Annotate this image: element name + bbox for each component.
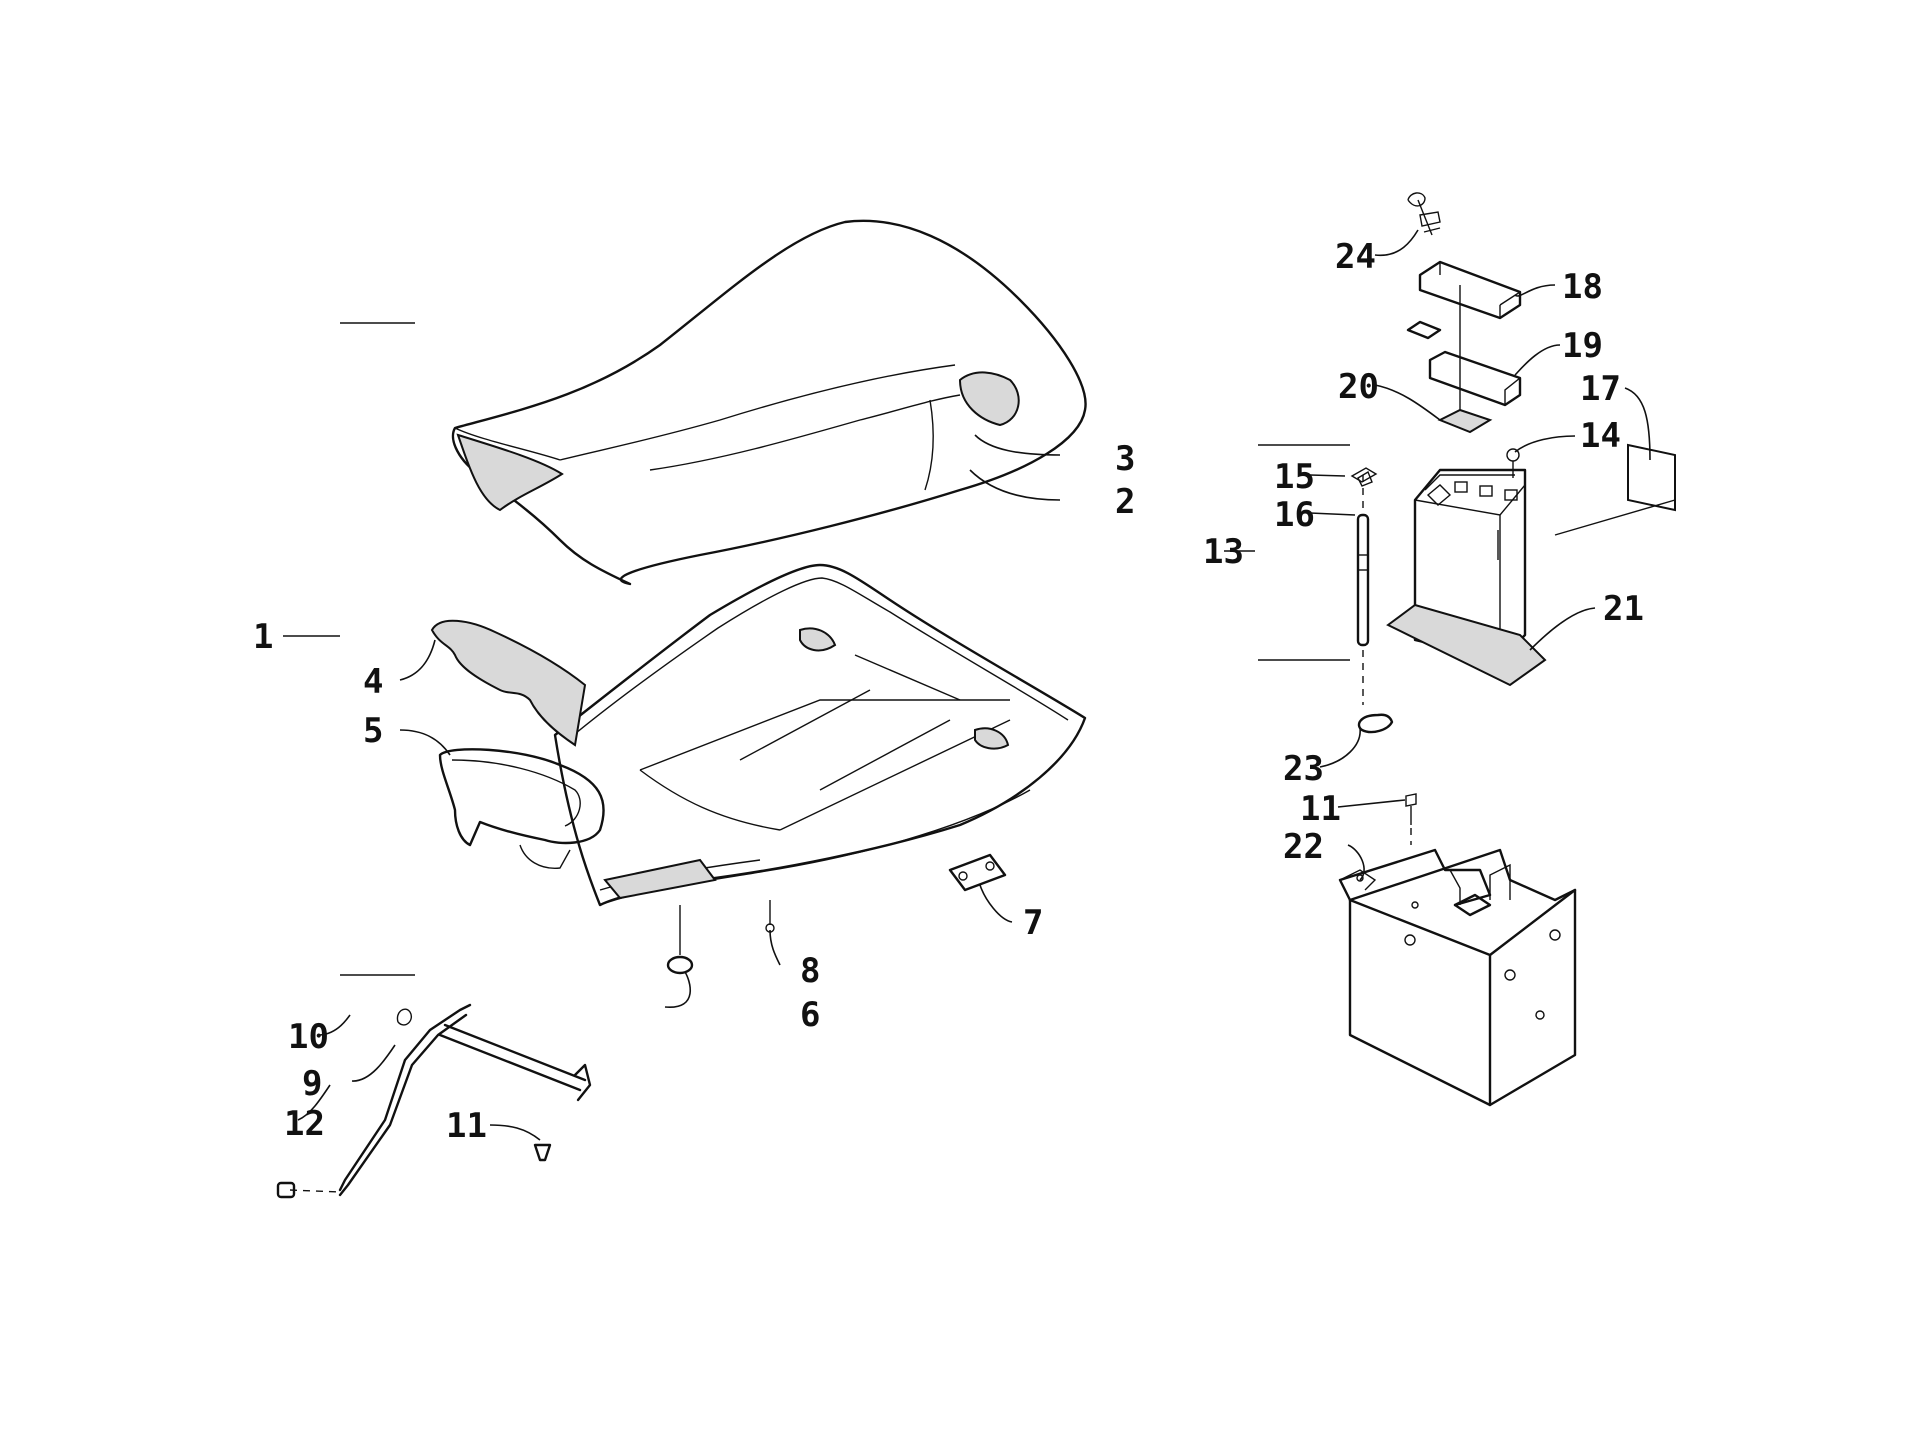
callout-3: 3 (1115, 439, 1135, 479)
callout-12: 12 (284, 1104, 325, 1144)
washer (1350, 467, 1378, 483)
callout-16: 16 (1274, 495, 1315, 535)
support-rod (276, 1003, 592, 1199)
rod-screw (533, 1143, 552, 1162)
cap-screw (1407, 192, 1441, 236)
callout-17: 17 (1580, 369, 1621, 409)
callout-13: 13 (1203, 532, 1244, 572)
box-screw (1405, 793, 1417, 845)
seat-base (553, 563, 1087, 907)
callout-22: 22 (1283, 827, 1324, 867)
reference-lines (340, 322, 1350, 976)
vent-tube (1356, 470, 1373, 705)
callout-1: 1 (253, 617, 273, 657)
callout-6: 6 (800, 995, 820, 1035)
callout-5: 5 (363, 711, 383, 751)
callout-23: 23 (1283, 749, 1324, 789)
callout-9: 9 (302, 1064, 322, 1104)
callout-2: 2 (1115, 482, 1135, 522)
rod-end-cap (276, 1181, 296, 1199)
pin (765, 900, 775, 933)
hold-down-bracket (1406, 260, 1522, 420)
foam-patch (958, 371, 1020, 427)
callout-15: 15 (1274, 457, 1315, 497)
callout-18: 18 (1562, 267, 1603, 307)
latch-plate (948, 853, 1007, 892)
leader-lines (283, 229, 1651, 1141)
callout-7: 7 (1023, 903, 1043, 943)
callout-11-box: 11 (1300, 789, 1341, 829)
callout-4: 4 (363, 662, 383, 702)
callout-14: 14 (1580, 416, 1621, 456)
battery-pad (1386, 603, 1547, 687)
foam-pad (430, 619, 587, 747)
callout-19: 19 (1562, 326, 1603, 366)
seat-frame (438, 748, 605, 869)
callout-24: 24 (1335, 237, 1376, 277)
callout-labels: 1 2 3 4 5 6 7 8 9 10 11 12 13 14 15 16 1… (253, 237, 1644, 1146)
bracket-pad (1437, 408, 1493, 434)
terminal-cover (1627, 443, 1676, 512)
strap-bracket (1428, 350, 1522, 407)
rod-clip (396, 1008, 412, 1026)
ring-clip (1357, 713, 1394, 734)
callout-8: 8 (800, 951, 820, 991)
callout-21: 21 (1603, 589, 1644, 629)
grommet (666, 905, 694, 975)
callout-11-rod: 11 (446, 1106, 487, 1146)
callout-10: 10 (288, 1017, 329, 1057)
battery-box (1338, 848, 1577, 1107)
callout-20: 20 (1338, 367, 1379, 407)
terminal-screw (1506, 448, 1520, 478)
seat-cover (451, 219, 1087, 586)
